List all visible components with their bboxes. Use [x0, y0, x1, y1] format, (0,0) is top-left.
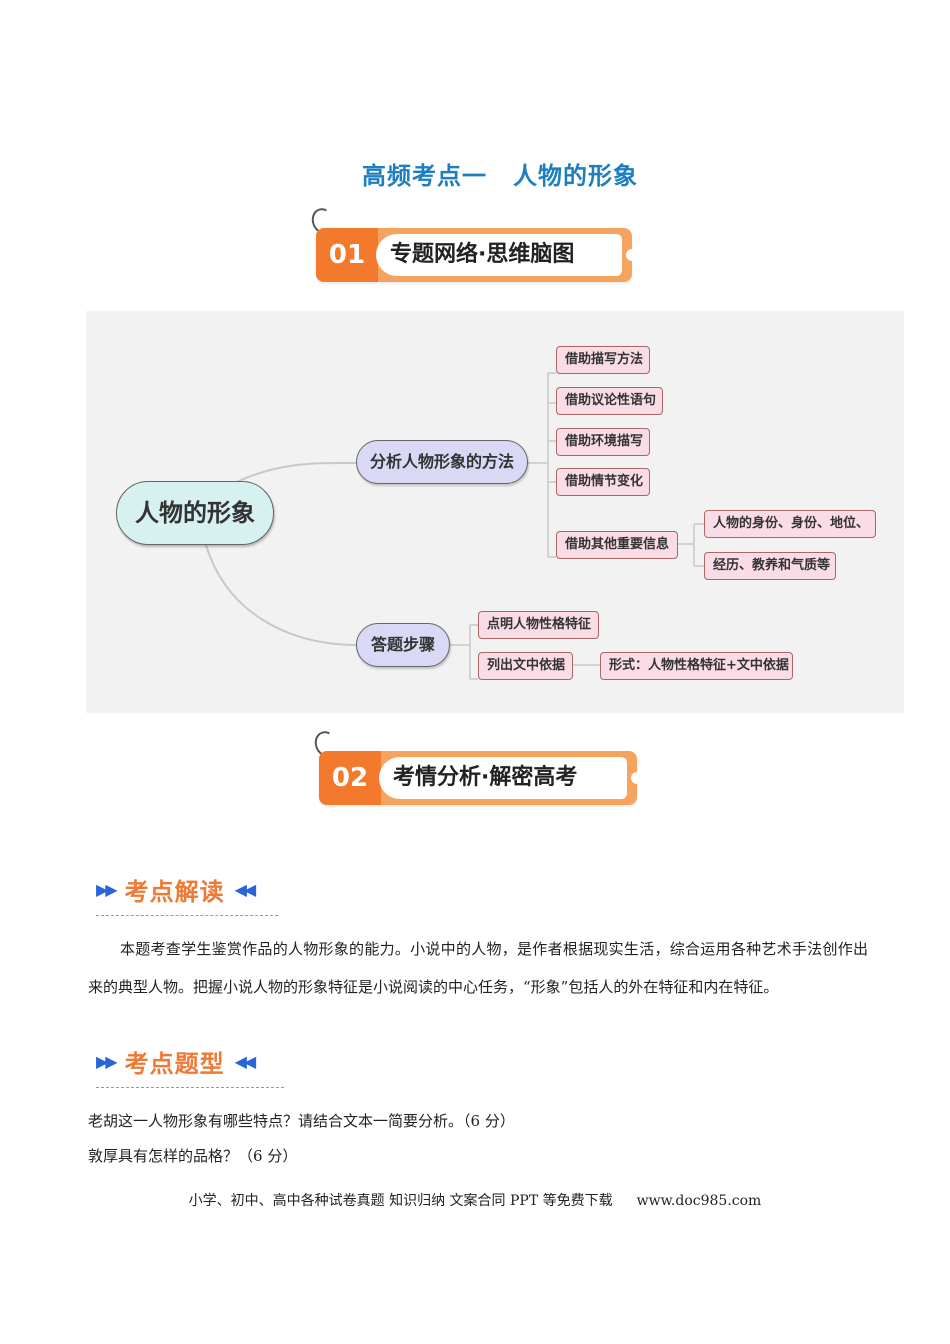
mind-map: 人物的形象 分析人物形象的方法 借助描写方法 借助议论性语句 借助环境描写 借助… [86, 311, 904, 713]
leaf-identity: 人物的身份、身份、地位、 [704, 510, 876, 538]
footer-url[interactable]: www.doc985.com [636, 1193, 762, 1209]
leaf-environment: 借助环境描写 [556, 428, 650, 456]
footer-text: 小学、初中、高中各种试卷真题 知识归纳 文案合同 PPT 等免费下载 [188, 1193, 613, 1209]
question-2: 敦厚具有怎样的品格？（6 分） [88, 1147, 298, 1165]
title-part-1: 高频考点一 [362, 162, 487, 190]
banner-number: 01 [316, 228, 378, 282]
mind-map-root: 人物的形象 [116, 481, 274, 545]
section-heading-reading: ▶▶考点解读◀◀ [96, 872, 278, 916]
branch-answer-steps: 答题步骤 [356, 623, 450, 667]
leaf-commentary: 借助议论性语句 [556, 387, 663, 415]
leaf-other-info: 借助其他重要信息 [556, 531, 678, 559]
double-arrow-left-icon: ◀◀ [234, 1052, 257, 1071]
double-arrow-right-icon: ▶▶ [96, 1052, 118, 1071]
banner-number: 02 [319, 751, 381, 805]
leaf-answer-format: 形式：人物性格特征+文中依据 [600, 652, 793, 680]
leaf-experience: 经历、教养和气质等 [704, 552, 836, 580]
double-arrow-left-icon: ◀◀ [234, 880, 257, 899]
double-arrow-right-icon: ▶▶ [96, 880, 118, 899]
mind-map-connectors [205, 372, 704, 680]
banner-label: 考情分析·解密高考 [379, 757, 627, 799]
footer: 小学、初中、高中各种试卷真题 知识归纳 文案合同 PPT 等免费下载 www.do… [0, 1190, 950, 1210]
reading-paragraph: 本题考查学生鉴赏作品的人物形象的能力。小说中的人物，是作者根据现实生活，综合运用… [88, 940, 868, 996]
question-1: 老胡这一人物形象有哪些特点？请结合文本一简要分析。（6 分） [88, 1112, 515, 1130]
page-title: 高频考点一人物的形象 [0, 156, 950, 191]
banner-analysis: 02 考情分析·解密高考 [311, 728, 643, 809]
banner-mindmap: 01 专题网络·思维脑图 [308, 205, 638, 286]
leaf-list-evidence: 列出文中依据 [478, 652, 573, 680]
title-part-2: 人物的形象 [513, 162, 638, 190]
leaf-describe-methods: 借助描写方法 [556, 346, 650, 374]
leaf-plot-change: 借助情节变化 [556, 468, 650, 496]
section-heading-types: ▶▶考点题型◀◀ [96, 1044, 284, 1088]
branch-methods: 分析人物形象的方法 [356, 440, 528, 484]
leaf-point-trait: 点明人物性格特征 [478, 611, 599, 639]
banner-label: 专题网络·思维脑图 [376, 234, 622, 276]
